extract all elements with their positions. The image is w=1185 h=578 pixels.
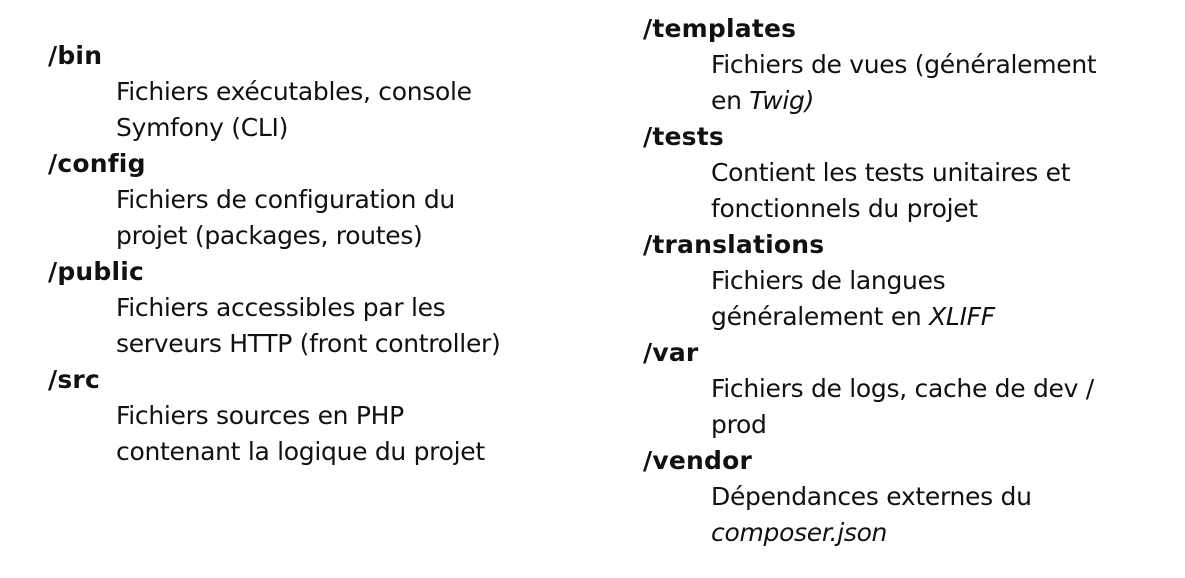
description-line: fonctionnels du projet: [711, 191, 1183, 227]
description-line: composer.json: [711, 515, 1183, 551]
description-text: prod: [711, 410, 767, 439]
description-line: Fichiers de configuration du: [116, 182, 608, 218]
description-line: Dépendances externes du: [711, 479, 1183, 515]
description-line: Symfony (CLI): [116, 110, 608, 146]
description-emphasis: Twig): [749, 86, 815, 115]
directory-description: Contient les tests unitaires et fonctionn…: [643, 155, 1183, 227]
description-line: Fichiers de langues: [711, 263, 1183, 299]
directory-name: /bin: [48, 41, 103, 70]
directory-description: Fichiers de configuration du projet (pack…: [48, 182, 608, 254]
description-emphasis: XLIFF: [929, 302, 995, 331]
directory-description: Fichiers accessibles par les serveurs HTT…: [48, 290, 608, 362]
description-text: Fichiers de configuration du: [116, 185, 455, 214]
description-text: Fichiers de logs, cache de dev /: [711, 374, 1094, 403]
description-line: Fichiers de vues (généralement: [711, 47, 1183, 83]
directory-name: /vendor: [643, 446, 752, 475]
description-text: Fichiers sources en PHP: [116, 401, 404, 430]
description-text: Fichiers exécutables, console: [116, 77, 472, 106]
description-text: serveurs HTTP (front controller): [116, 329, 501, 358]
directory-name: /templates: [643, 14, 797, 43]
description-text: Fichiers de langues: [711, 266, 946, 295]
description-line: Fichiers sources en PHP: [116, 398, 608, 434]
description-line: Fichiers exécutables, console: [116, 74, 608, 110]
description-line: contenant la logique du projet: [116, 434, 608, 470]
description-text: Fichiers accessibles par les: [116, 293, 446, 322]
directory-name: /var: [643, 338, 699, 367]
directory-name: /config: [48, 149, 146, 178]
directory-name: /src: [48, 365, 100, 394]
description-line: serveurs HTTP (front controller): [116, 326, 608, 362]
description-text: Contient les tests unitaires et: [711, 158, 1071, 187]
description-line: Fichiers de logs, cache de dev /: [711, 371, 1183, 407]
description-text: Symfony (CLI): [116, 113, 289, 142]
directory-description: Fichiers sources en PHP contenant la logi…: [48, 398, 608, 470]
directory-name: /tests: [643, 122, 724, 151]
description-text: fonctionnels du projet: [711, 194, 978, 223]
directory-description: Dépendances externes du composer.json: [643, 479, 1183, 551]
description-text: contenant la logique du projet: [116, 437, 485, 466]
directory-name: /public: [48, 257, 145, 286]
description-line: Contient les tests unitaires et: [711, 155, 1183, 191]
description-text: Dépendances externes du: [711, 482, 1032, 511]
description-line: généralement en XLIFF: [711, 299, 1183, 335]
description-text: en: [711, 86, 750, 115]
description-line: prod: [711, 407, 1183, 443]
description-text: projet (packages, routes): [116, 221, 423, 250]
directory-name: /translations: [643, 230, 825, 259]
description-line: Fichiers accessibles par les: [116, 290, 608, 326]
description-line: en Twig): [711, 83, 1183, 119]
description-emphasis: composer.json: [711, 518, 888, 547]
description-text: Fichiers de vues (généralement: [711, 50, 1097, 79]
description-text: généralement en: [711, 302, 930, 331]
directory-description: Fichiers de langues généralement en XLIFF: [643, 263, 1183, 335]
description-line: projet (packages, routes): [116, 218, 608, 254]
directory-description: Fichiers de logs, cache de dev / prod: [643, 371, 1183, 443]
directory-description: Fichiers de vues (généralement en Twig): [643, 47, 1183, 119]
